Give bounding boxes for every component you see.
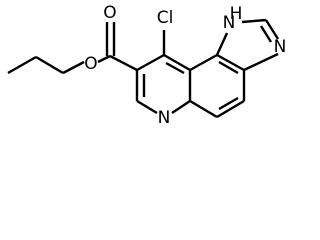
bond-c3a-c9b: [216, 53, 245, 72]
bond-c9a-c9b: [189, 53, 218, 72]
bond-n1-c2: [241, 18, 267, 24]
chemical-structure: O O Cl H N N N: [7, 3, 287, 128]
hydrogen-label: H: [230, 4, 243, 24]
bond-c8-c9: [136, 53, 165, 72]
bond-c9-c9a: [163, 53, 191, 72]
nitrogen-label: N: [274, 37, 287, 57]
bond-carbonyl-ring: [109, 54, 138, 72]
chlorine-label: Cl: [157, 8, 174, 28]
nitrogen-label: N: [158, 108, 171, 128]
bond-c3a-c9b-inner: [218, 60, 239, 75]
bond-c5-c4-inner: [218, 96, 239, 111]
bond-c2-n3: [264, 19, 280, 40]
bond-c9-c9a-inner: [165, 61, 185, 75]
oxygen-label: O: [84, 54, 97, 74]
nitrogen-label: N: [223, 13, 236, 33]
bond-n6-c5a: [171, 100, 191, 114]
bond-c7-n6: [136, 99, 158, 115]
bond-ethyl-ch3: [7, 55, 37, 75]
bond-c2-n3-inner: [259, 25, 273, 43]
bond-o-carbonyl: [97, 54, 111, 64]
bond-c5a-c5: [189, 99, 218, 119]
bond-ethyl-ch2: [35, 55, 64, 75]
bond-n3-c3a: [243, 52, 279, 72]
bond-c9b-n1: [215, 32, 229, 56]
bond-ch2-o: [62, 60, 85, 75]
oxygen-label: O: [103, 3, 116, 23]
bond-c5-c4: [216, 99, 245, 119]
